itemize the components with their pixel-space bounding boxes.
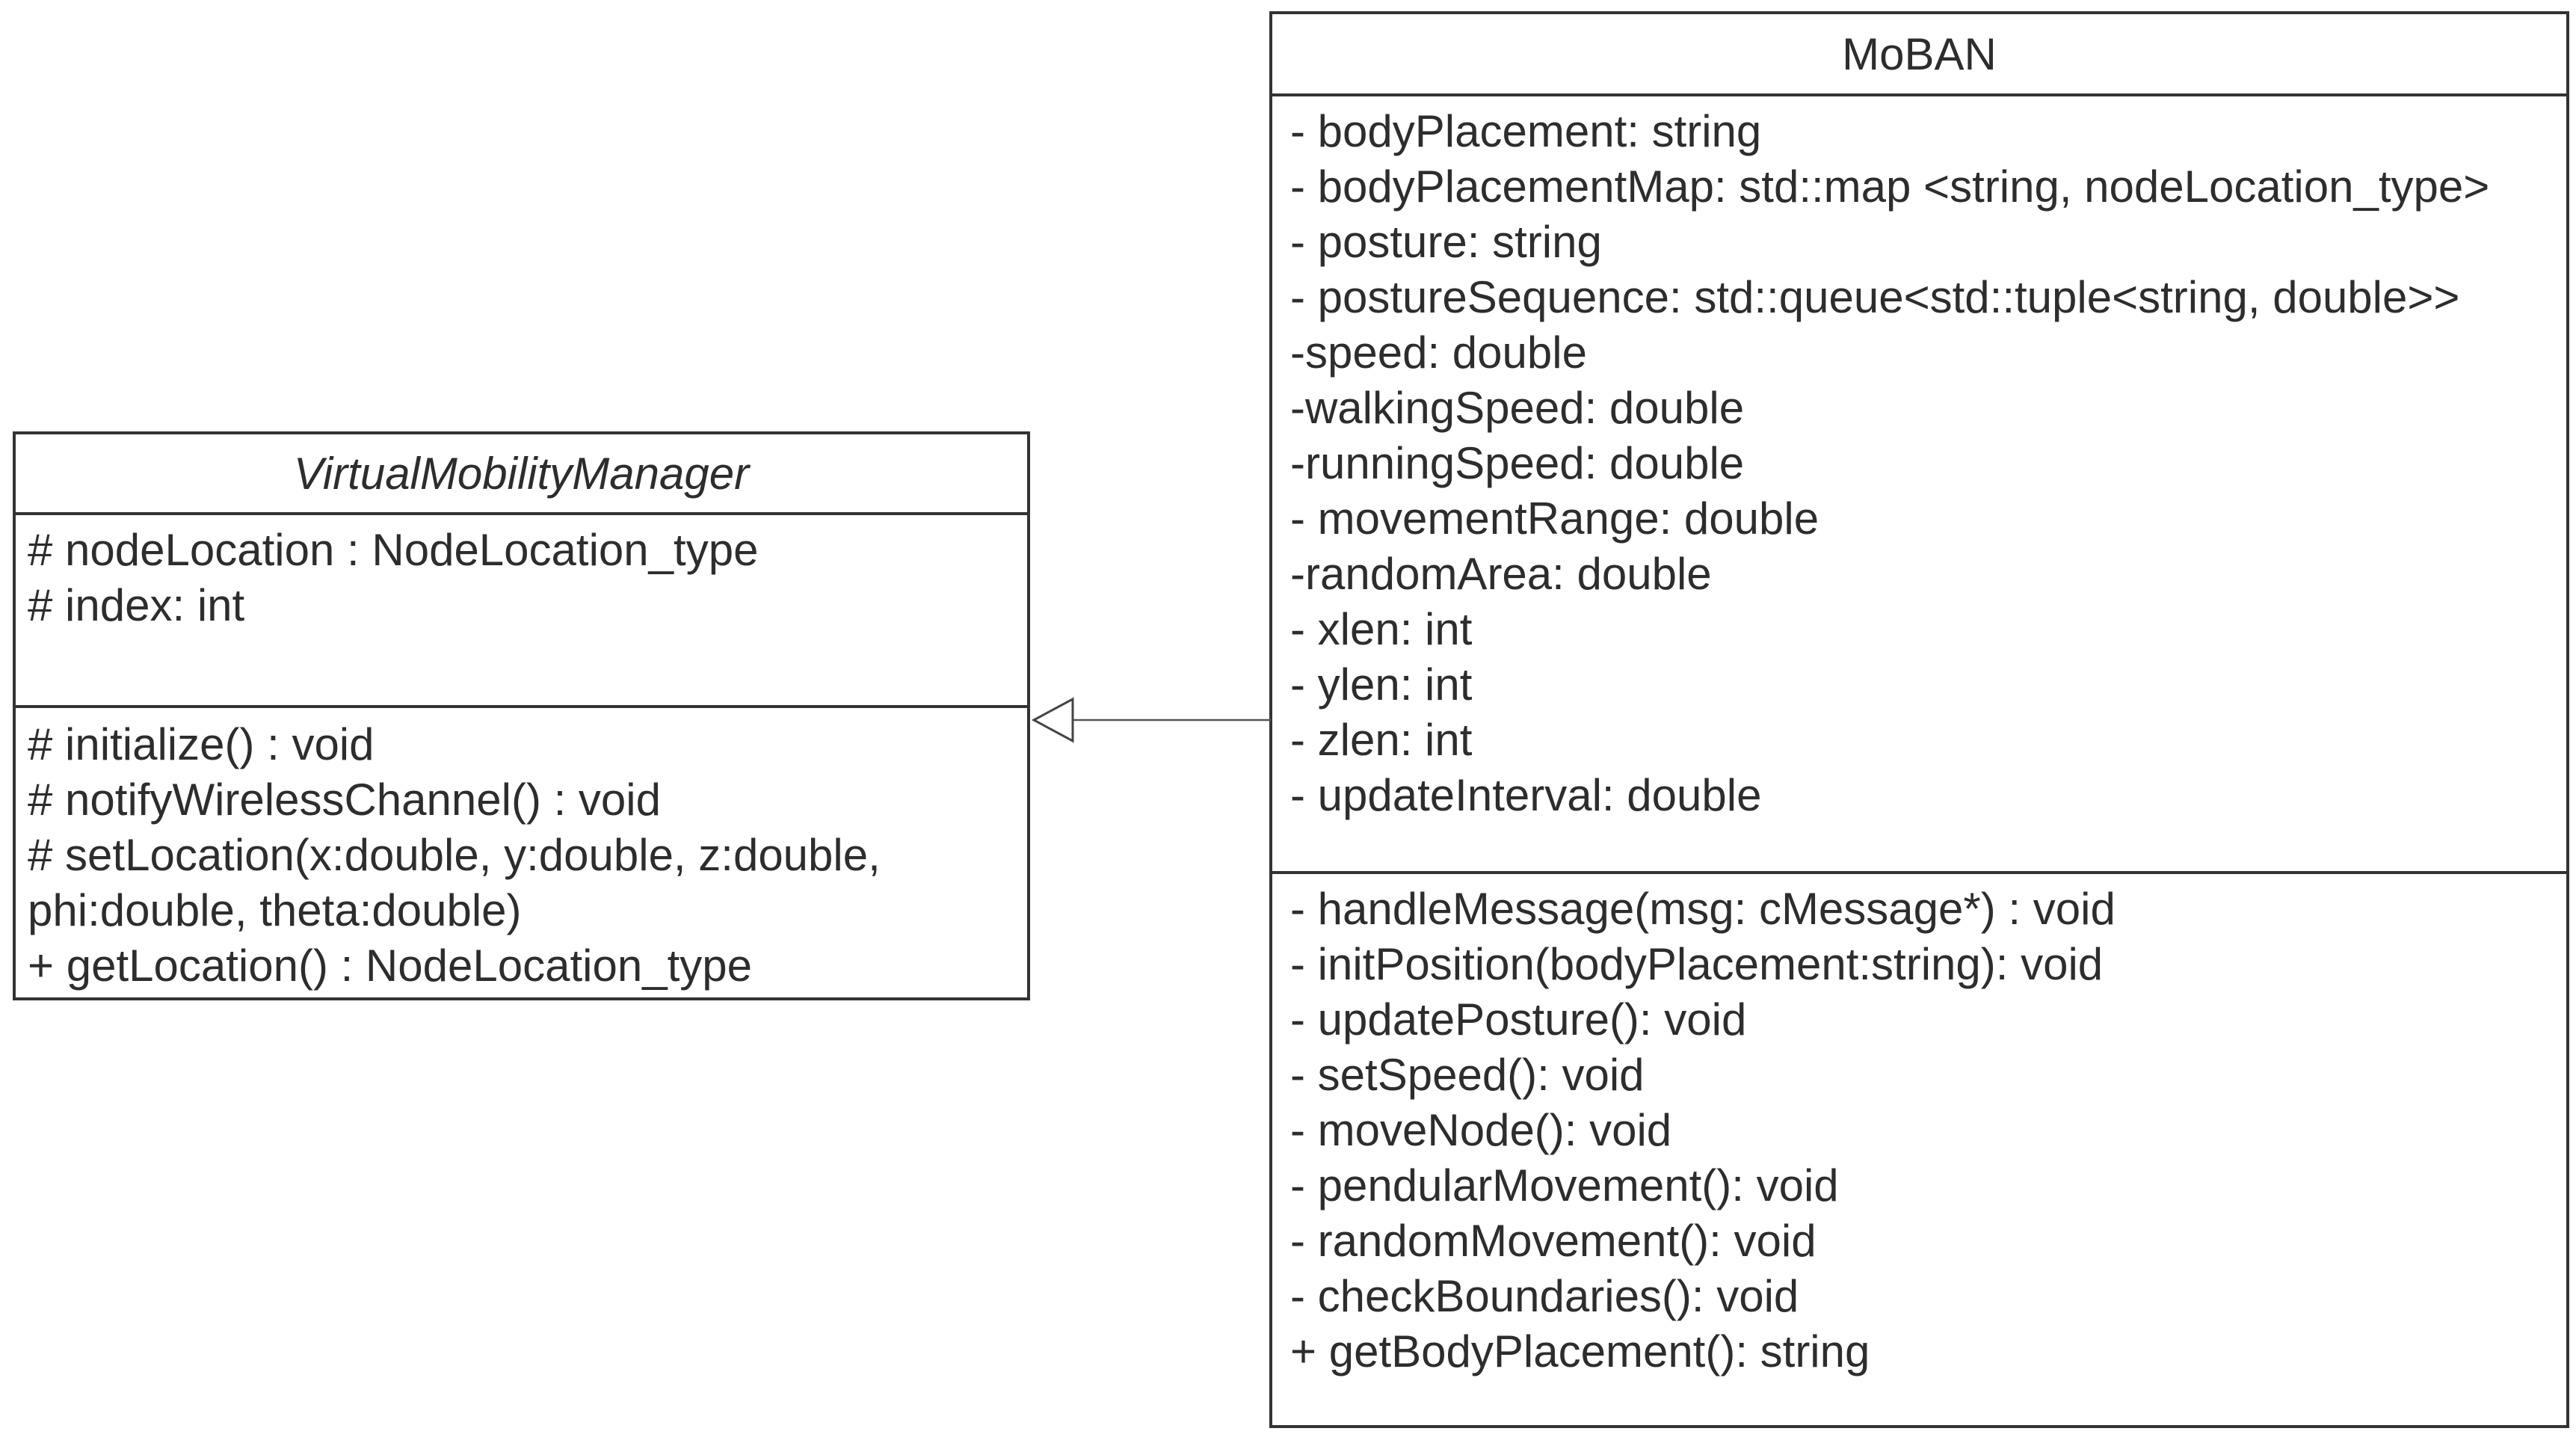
method-line: # setLocation(x:double, y:double, z:doub… xyxy=(28,830,881,880)
method-line-wrap: phi:double, theta:double) xyxy=(28,885,522,935)
method-line: - pendularMovement(): void xyxy=(1290,1160,1839,1210)
attribute-line: - updateInterval: double xyxy=(1290,770,1762,820)
attribute-line: - posture: string xyxy=(1290,217,1602,267)
inheritance-triangle-icon xyxy=(1031,697,1074,743)
attributes-compartment-vmm: # nodeLocation : NodeLocation_type # ind… xyxy=(16,512,1027,705)
class-box-virtual-mobility-manager: VirtualMobilityManager # nodeLocation : … xyxy=(13,431,1030,1000)
attribute-line: -runningSpeed: double xyxy=(1290,438,1745,488)
methods-compartment-vmm: # initialize() : void # notifyWirelessCh… xyxy=(16,705,1027,997)
method-line: - updatePosture(): void xyxy=(1290,994,1747,1045)
inheritance-arrow xyxy=(1031,697,1271,743)
attribute-line: - postureSequence: std::queue<std::tuple… xyxy=(1290,272,2460,322)
method-line: - handleMessage(msg: cMessage*) : void xyxy=(1290,884,2116,934)
methods-compartment-moban: - handleMessage(msg: cMessage*) : void -… xyxy=(1272,871,2566,1425)
attribute-line: - ylen: int xyxy=(1290,659,1473,710)
method-line: - checkBoundaries(): void xyxy=(1290,1271,1799,1321)
method-line: - initPosition(bodyPlacement:string): vo… xyxy=(1290,939,2104,989)
attribute-line: - bodyPlacement: string xyxy=(1290,106,1762,156)
method-line: - randomMovement(): void xyxy=(1290,1216,1817,1266)
method-line: + getLocation() : NodeLocation_type xyxy=(28,941,752,991)
attribute-line: - bodyPlacementMap: std::map <string, no… xyxy=(1290,161,2490,212)
attribute-line: # index: int xyxy=(28,580,245,630)
method-line: # initialize() : void xyxy=(28,719,375,769)
method-line: - moveNode(): void xyxy=(1290,1105,1672,1155)
attribute-line: - movementRange: double xyxy=(1290,493,1819,544)
attribute-line: - xlen: int xyxy=(1290,604,1473,654)
attribute-line: -walkingSpeed: double xyxy=(1290,383,1745,433)
method-line: # notifyWirelessChannel() : void xyxy=(28,775,662,825)
attribute-line: -speed: double xyxy=(1290,327,1587,378)
method-line: - setSpeed(): void xyxy=(1290,1050,1645,1100)
method-line: + getBodyPlacement(): string xyxy=(1290,1326,1870,1376)
class-box-moban: MoBAN - bodyPlacement: string - bodyPlac… xyxy=(1269,11,2569,1428)
attribute-line: -randomArea: double xyxy=(1290,549,1712,599)
class-name-moban: MoBAN xyxy=(1842,28,1997,79)
attribute-line: - zlen: int xyxy=(1290,715,1473,765)
attributes-compartment-moban: - bodyPlacement: string - bodyPlacementM… xyxy=(1272,93,2566,871)
class-name-virtual-mobility-manager: VirtualMobilityManager xyxy=(293,448,750,499)
attribute-line: # nodeLocation : NodeLocation_type xyxy=(28,525,759,575)
